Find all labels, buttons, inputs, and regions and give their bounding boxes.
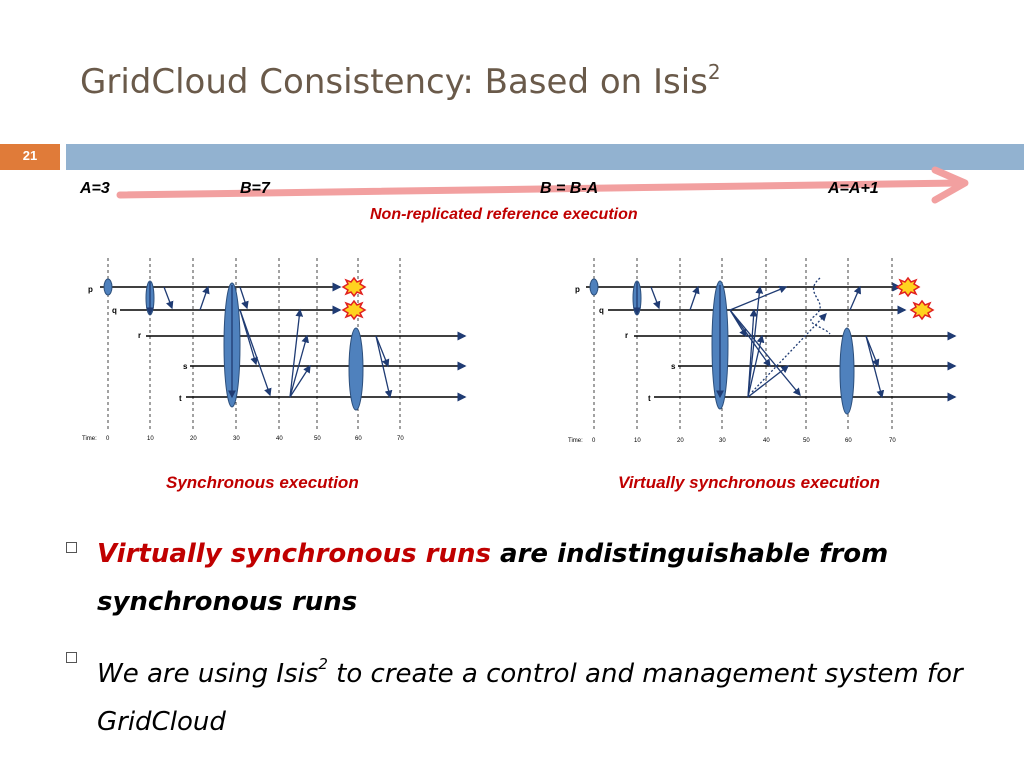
label-s: s [671,362,676,371]
label-s: s [183,362,188,371]
label-q: q [599,306,604,315]
time-tick: 20 [677,438,684,444]
left-time-axis: Time: 0 10 20 30 40 50 60 70 [82,436,404,442]
slide-title: GridCloud Consistency: Based on Isis2 [80,60,721,102]
timeline-label-b-minus-a: B = B-A [540,180,599,197]
label-p: p [575,285,580,294]
slide-title-superscript: 2 [707,60,721,84]
bullet-superscript: 2 [318,655,328,673]
time-tick: 70 [397,436,404,442]
label-p: p [88,285,93,294]
timeline-label-b7: B=7 [240,180,270,197]
bullet-text: Virtually synchronous runs are indisting… [97,530,1000,626]
bullet-item: We are using Isis2 to create a control a… [60,640,1000,746]
time-tick: 50 [314,436,321,442]
time-tick: 0 [592,438,596,444]
time-tick: 50 [803,438,810,444]
message-arrows [633,282,885,399]
virtually-synchronous-execution-caption: Virtually synchronous execution [618,473,880,492]
label-t: t [179,394,182,403]
left-process-labels: p q r s t [88,285,188,403]
time-tick: 60 [845,438,852,444]
bullet-item: Virtually synchronous runs are indisting… [60,530,1000,626]
time-axis-label: Time: [82,436,97,442]
multicast-ellipses [589,278,855,415]
label-r: r [625,331,628,340]
time-tick: 40 [763,438,770,444]
synchronous-execution-caption: Synchronous execution [166,473,359,492]
time-tick: 20 [190,436,197,442]
bullet-pre: We are using Isis [97,659,319,689]
message-arrows [146,282,393,399]
time-tick: 0 [106,436,110,442]
header-divider-bar [66,144,1024,170]
failure-burst-icons [895,276,935,321]
bullet-square-icon [66,542,77,553]
reference-execution-caption: Non-replicated reference execution [370,206,638,223]
bullet-post: to create a control and management syste… [97,659,963,737]
time-tick: 30 [233,436,240,442]
label-t: t [648,394,651,403]
process-lines [586,282,957,402]
dotted-message-arrows [751,277,831,393]
bullet-highlight: Virtually synchronous runs [97,539,491,569]
label-r: r [138,331,141,340]
bullet-square-icon [66,652,77,663]
label-q: q [112,306,117,315]
time-axis-label: Time: [568,438,583,444]
time-tick: 70 [889,438,896,444]
time-tick: 60 [355,436,362,442]
time-tick: 30 [719,438,726,444]
time-tick: 40 [276,436,283,442]
bullet-text: We are using Isis2 to create a control a… [97,640,1000,746]
timeline-label-a-plus-1: A=A+1 [828,180,879,197]
right-process-labels: p q r s t [575,285,676,403]
slide-title-text: GridCloud Consistency: Based on Isis [80,62,708,102]
slide-number: 21 [0,144,60,170]
bullet-list: Virtually synchronous runs are indisting… [60,530,1000,760]
right-time-axis: Time: 0 10 20 30 40 50 60 70 [568,438,896,444]
time-tick: 10 [147,436,154,442]
time-tick: 10 [634,438,641,444]
bullet-rest: are indistinguishable from synchronous r… [97,539,889,617]
failure-burst-icons [341,276,367,321]
timeline-label-a3: A=3 [80,180,110,197]
